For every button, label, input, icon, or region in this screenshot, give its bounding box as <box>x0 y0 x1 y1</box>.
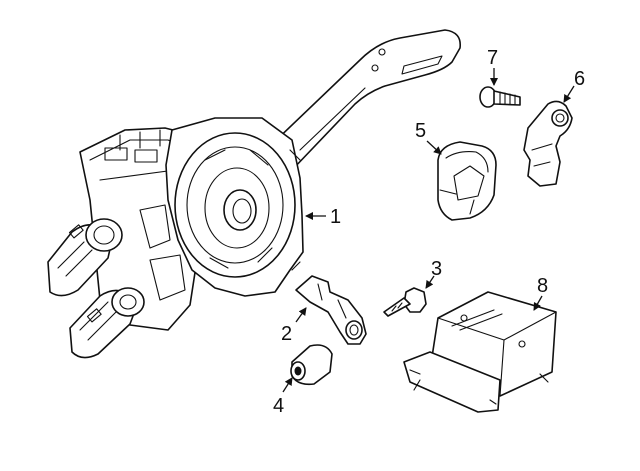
callout-label-4: 4 <box>273 395 284 417</box>
clock-spring <box>437 141 497 221</box>
nut-4 <box>290 344 333 386</box>
airbag-control-module <box>403 291 557 413</box>
callout-label-3: 3 <box>431 258 442 280</box>
bolt-3 <box>383 287 427 317</box>
callout-label-8: 8 <box>537 275 548 297</box>
callout-label-1: 1 <box>330 206 341 228</box>
steering-column-switch <box>47 29 462 359</box>
screw-7 <box>479 86 521 108</box>
callout-label-2: 2 <box>281 323 292 345</box>
angle-sensor <box>523 100 573 187</box>
callout-label-5: 5 <box>415 120 426 142</box>
callout-3: 3 <box>425 258 442 289</box>
callout-6: 6 <box>563 68 585 103</box>
bracket-2 <box>295 275 367 345</box>
callout-7: 7 <box>487 47 498 86</box>
callout-2: 2 <box>281 307 307 345</box>
callout-5: 5 <box>415 120 442 155</box>
callout-4: 4 <box>273 377 293 417</box>
callout-label-7: 7 <box>487 47 498 69</box>
callout-1: 1 <box>305 206 341 228</box>
callout-8: 8 <box>533 275 548 311</box>
callout-label-6: 6 <box>574 68 585 90</box>
